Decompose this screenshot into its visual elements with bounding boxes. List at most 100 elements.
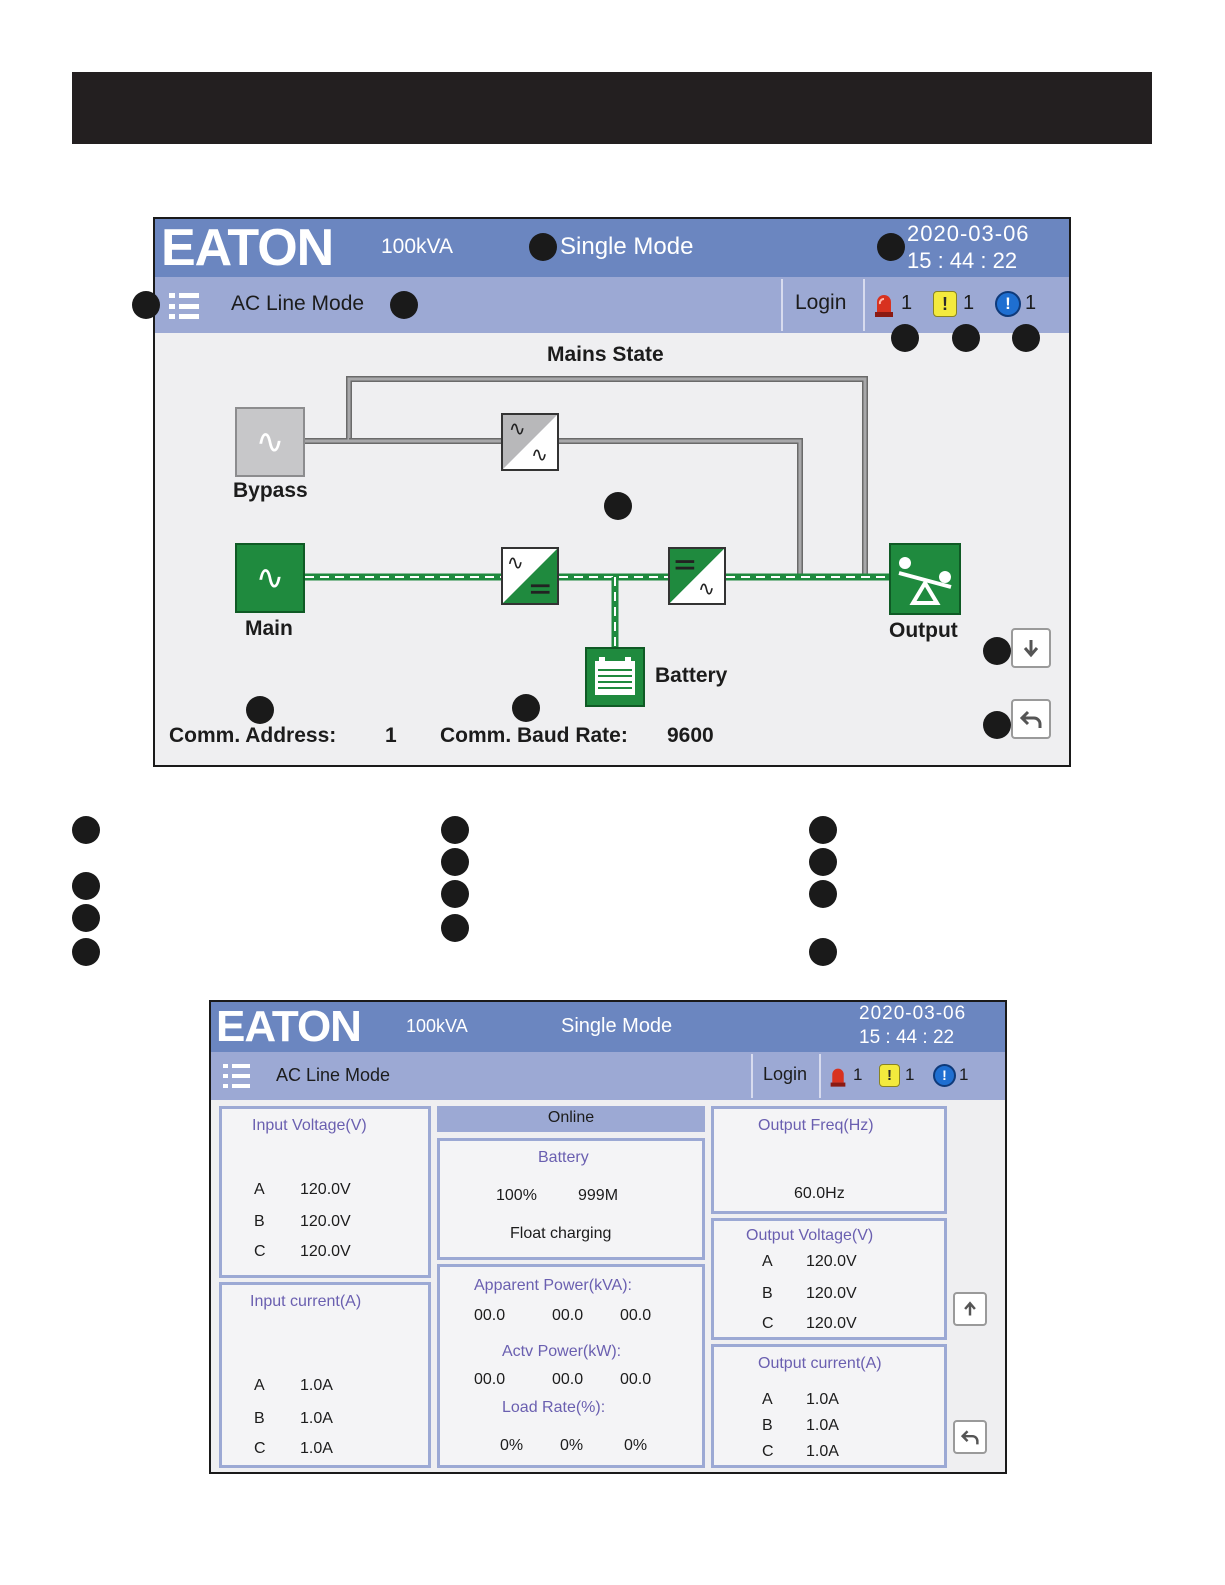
legend-marker <box>441 914 469 942</box>
legend-marker <box>441 848 469 876</box>
panel-title: Output Freq(Hz) <box>758 1117 874 1134</box>
mains-state-screen: EATON 100kVA Single Mode 2020-03-06 15 :… <box>153 217 1071 767</box>
legend-marker <box>441 880 469 908</box>
power-flow-diagram <box>303 376 893 649</box>
detail-screen: EATON 100kVA Single Mode 2020-03-06 15 :… <box>209 1000 1007 1474</box>
power-value: 00.0 <box>474 1371 506 1388</box>
mimic-title: Mains State <box>547 343 664 366</box>
legend-marker <box>72 938 100 966</box>
comm-address-value: 1 <box>385 724 397 747</box>
warning-icon[interactable]: ! <box>879 1064 900 1087</box>
time-display: 15 : 44 : 22 <box>859 1027 955 1048</box>
info-count: 1 <box>1025 292 1037 314</box>
panel-title: Battery <box>538 1149 589 1166</box>
apparent-power-title: Apparent Power(kVA): <box>474 1277 632 1294</box>
line-mode-label: AC Line Mode <box>231 292 365 315</box>
back-button[interactable] <box>953 1420 987 1454</box>
phase-label: C <box>254 1440 266 1457</box>
date-display: 2020-03-06 <box>907 221 1030 246</box>
svg-text:∿: ∿ <box>698 577 715 601</box>
svg-text:∿: ∿ <box>507 550 524 574</box>
phase-label: B <box>254 1410 265 1427</box>
legend-marker <box>809 848 837 876</box>
active-power-title: Actv Power(kW): <box>502 1343 622 1360</box>
callout-marker <box>132 291 160 319</box>
warning-count: 1 <box>963 292 975 314</box>
warning-icon[interactable]: ! <box>933 291 957 317</box>
phase-value: 1.0A <box>806 1443 839 1460</box>
callout-marker <box>246 696 274 724</box>
phase-label: C <box>762 1443 774 1460</box>
callout-marker <box>877 233 905 261</box>
svg-text:∿: ∿ <box>531 443 548 467</box>
login-button[interactable]: Login <box>763 1064 808 1084</box>
load-rate-title: Load Rate(%): <box>502 1399 606 1416</box>
legend-marker <box>809 880 837 908</box>
warning-count: 1 <box>905 1065 915 1084</box>
rectifier-block[interactable]: ∿ <box>501 547 559 605</box>
main-source-block[interactable]: ∿ <box>235 543 305 613</box>
phase-value: 1.0A <box>300 1440 333 1457</box>
power-value: 00.0 <box>474 1307 506 1324</box>
output-freq-value: 60.0Hz <box>794 1185 845 1202</box>
callout-marker <box>529 233 557 261</box>
scroll-up-button[interactable] <box>953 1292 987 1326</box>
phase-label: A <box>254 1377 265 1394</box>
back-button[interactable] <box>1011 699 1051 739</box>
battery-icon[interactable] <box>585 647 645 707</box>
page-section-banner <box>72 72 1152 144</box>
alarm-count: 1 <box>853 1065 863 1084</box>
phase-value: 120.0V <box>806 1253 857 1270</box>
divider <box>751 1054 753 1098</box>
power-value: 00.0 <box>620 1307 652 1324</box>
menu-list-icon[interactable] <box>169 293 201 319</box>
scroll-down-button[interactable] <box>1011 628 1051 668</box>
output-freq-panel: Output Freq(Hz) 60.0Hz <box>711 1106 947 1214</box>
output-label: Output <box>889 619 958 642</box>
inverter-block[interactable]: ∿ <box>668 547 726 605</box>
output-current-panel: Output current(A) A 1.0A B 1.0A C 1.0A <box>711 1344 947 1468</box>
phase-label: A <box>254 1181 265 1198</box>
menu-list-icon[interactable] <box>223 1064 251 1088</box>
info-icon[interactable]: ! <box>933 1064 956 1087</box>
output-load-icon[interactable] <box>889 543 961 615</box>
siren-icon[interactable] <box>873 290 895 318</box>
back-arrow-icon <box>1019 710 1042 728</box>
phase-value: 120.0V <box>806 1285 857 1302</box>
sub-status-bar: AC Line Mode Login 1 ! 1 ! 1 <box>211 1052 1005 1100</box>
callout-marker <box>604 492 632 520</box>
phase-value: 1.0A <box>300 1377 333 1394</box>
back-arrow-icon <box>960 1430 979 1445</box>
comm-baud-value: 9600 <box>667 724 714 747</box>
sub-status-bar: AC Line Mode Login 1 ! 1 ! 1 <box>155 277 1069 333</box>
legend-marker <box>809 816 837 844</box>
phase-label: B <box>762 1285 773 1302</box>
bypass-source-block[interactable]: ∿ <box>235 407 305 477</box>
login-button[interactable]: Login <box>795 291 847 314</box>
power-panel: Apparent Power(kVA): 00.0 00.0 00.0 Actv… <box>437 1264 705 1468</box>
load-rate-value: 0% <box>560 1437 584 1454</box>
system-mode: Single Mode <box>560 233 694 260</box>
phase-label: A <box>762 1253 773 1270</box>
phase-value: 120.0V <box>300 1181 351 1198</box>
static-switch-block[interactable]: ∿ ∿ <box>501 413 559 471</box>
info-icon[interactable]: ! <box>995 291 1021 317</box>
alarm-count: 1 <box>901 292 913 314</box>
callout-marker <box>952 324 980 352</box>
callout-marker <box>390 291 418 319</box>
divider <box>781 279 783 331</box>
phase-value: 1.0A <box>806 1391 839 1408</box>
callout-marker <box>1012 324 1040 352</box>
callout-marker <box>512 694 540 722</box>
battery-state: Float charging <box>510 1225 612 1242</box>
top-status-bar: EATON 100kVA Single Mode 2020-03-06 15 :… <box>155 219 1069 277</box>
info-count: 1 <box>959 1065 969 1084</box>
callout-marker <box>983 711 1011 739</box>
phase-label: C <box>762 1315 774 1332</box>
power-value: 00.0 <box>552 1371 584 1388</box>
ups-rating: 100kVA <box>381 235 453 258</box>
time-display: 15 : 44 : 22 <box>907 248 1018 273</box>
comm-baud-label: Comm. Baud Rate: <box>440 724 628 747</box>
callout-marker <box>983 637 1011 665</box>
siren-icon[interactable] <box>829 1064 847 1088</box>
